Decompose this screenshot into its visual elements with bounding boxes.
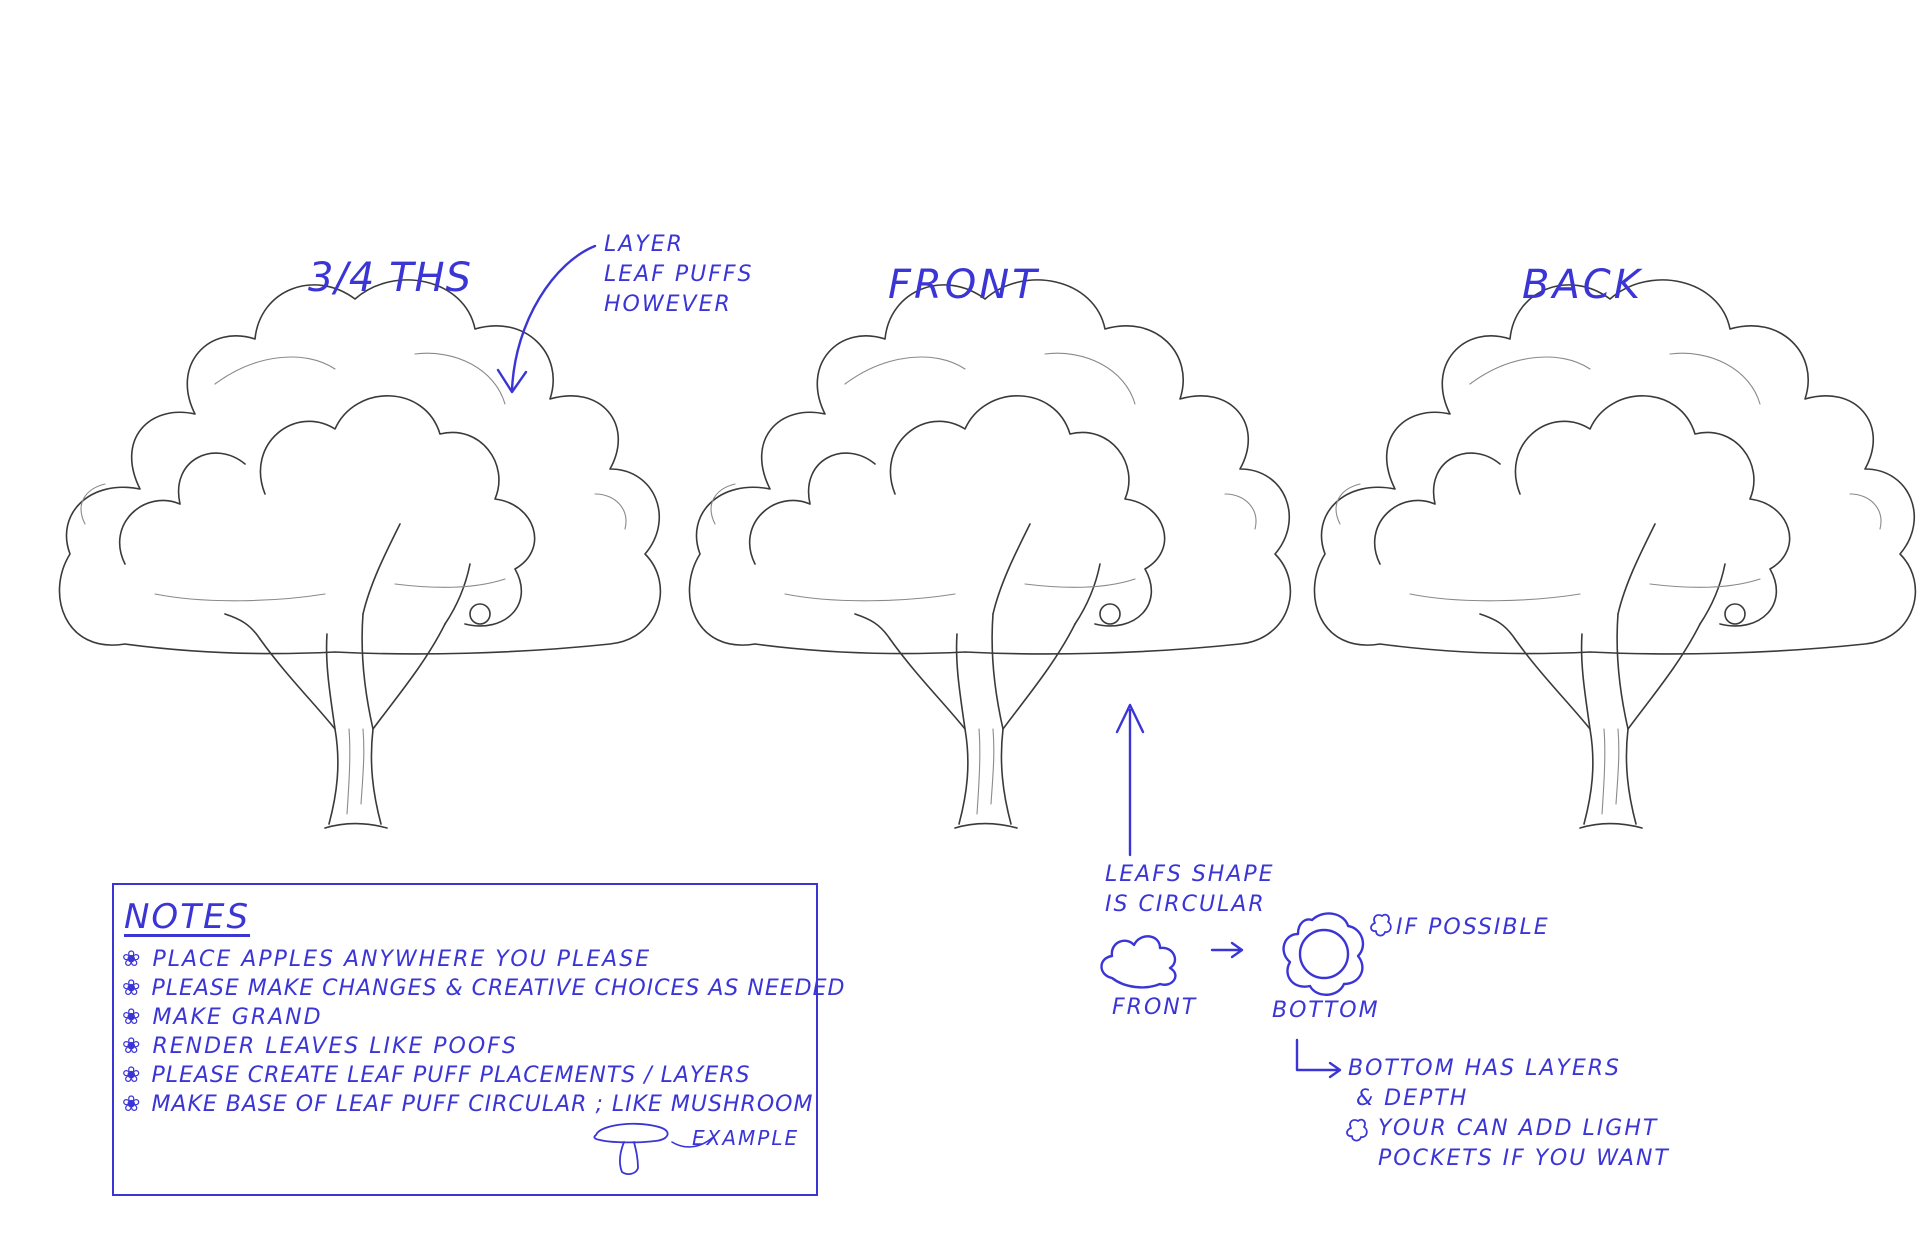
mini-front-label: FRONT <box>1112 995 1198 1020</box>
notes-box: NOTES PLACE APPLES ANYWHERE YOU PLEASE P… <box>112 883 844 1196</box>
mini-front-cloud-icon <box>1100 935 1177 989</box>
notes-item: PLEASE MAKE CHANGES & CREATIVE CHOICES A… <box>122 974 845 1003</box>
callout-line: HOWEVER <box>604 292 732 317</box>
callout-line: IS CIRCULAR <box>1105 892 1266 917</box>
arrow-icon <box>1210 941 1244 959</box>
arrow-icon <box>1115 703 1145 857</box>
notes-item: RENDER LEAVES LIKE POOFS <box>122 1032 518 1061</box>
example-label: EXAMPLE <box>692 1126 800 1150</box>
view-label-three-quarter: 3/4 ths <box>308 255 472 301</box>
if-possible-label: IF POSSIBLE <box>1396 915 1550 940</box>
arrow-icon <box>1295 1038 1342 1079</box>
notes-item: MAKE BASE OF LEAF PUFF CIRCULAR ; LIKE M… <box>122 1090 813 1119</box>
notes-item: PLEASE CREATE LEAF PUFF PLACEMENTS / LAY… <box>122 1061 751 1090</box>
callout-line: POCKETS IF YOU WANT <box>1378 1146 1670 1171</box>
view-label-back: BACK <box>1522 262 1643 308</box>
mini-bottom-circle-icon <box>1282 912 1365 996</box>
view-label-front: FRONT <box>888 262 1040 308</box>
mini-bottom-label: BOTTOM <box>1272 998 1380 1023</box>
callout-line: & DEPTH <box>1356 1086 1469 1111</box>
mushroom-icon <box>593 1122 713 1175</box>
callout-line: LAYER <box>604 232 684 257</box>
notes-item: PLACE APPLES ANYWHERE YOU PLEASE <box>122 945 651 974</box>
flower-bullet-icon <box>1346 1118 1368 1142</box>
callout-line: LEAF PUFFS <box>604 262 754 287</box>
flower-bullet-icon <box>1370 913 1392 937</box>
tree-three-quarter-sketch <box>58 279 662 829</box>
arrow-icon <box>496 244 597 394</box>
callout-light-pockets: YOUR CAN ADD LIGHT POCKETS IF YOU WANT <box>1378 1114 1670 1174</box>
callout-line: BOTTOM HAS LAYERS <box>1348 1056 1622 1081</box>
notes-title: NOTES <box>124 897 251 937</box>
callout-line: LEAFS SHAPE <box>1105 862 1275 887</box>
tree-back-sketch <box>1313 279 1917 829</box>
tree-front-sketch <box>688 279 1292 829</box>
callout-line: YOUR CAN ADD LIGHT <box>1378 1116 1659 1141</box>
callout-bottom-layers: BOTTOM HAS LAYERS & DEPTH <box>1348 1054 1621 1114</box>
callout-layer-puffs: LAYER LEAF PUFFS HOWEVER <box>604 230 754 320</box>
callout-leaf-shape: LEAFS SHAPE IS CIRCULAR <box>1105 860 1275 920</box>
notes-item: MAKE GRAND <box>122 1003 323 1032</box>
